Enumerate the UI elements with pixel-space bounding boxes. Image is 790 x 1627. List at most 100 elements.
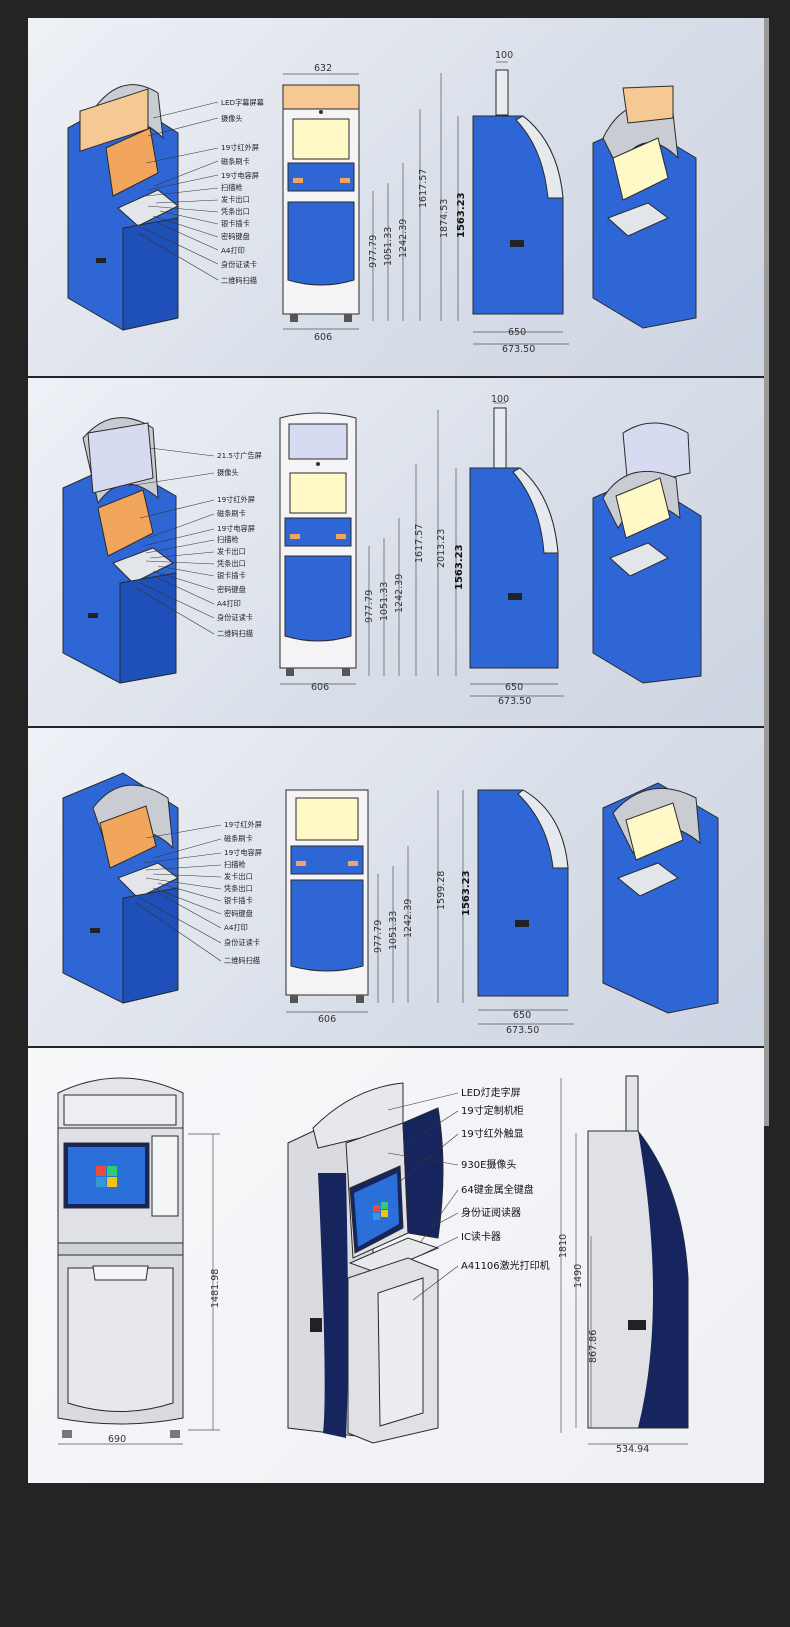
label: 身份证阅读器 bbox=[461, 1206, 521, 1219]
callout-labels-3: 19寸红外屏 磁条刷卡 19寸电容屏 扫描枪 发卡出口 凭条出口 银卡插卡 密码… bbox=[224, 820, 262, 965]
dim-h3: 1242.39 bbox=[403, 899, 414, 938]
label: 扫描枪 bbox=[224, 860, 246, 869]
label: A4打印 bbox=[224, 923, 248, 932]
label: 930E摄像头 bbox=[461, 1158, 516, 1171]
dim-height-total: 1617.57 bbox=[414, 524, 425, 563]
iso-kiosk-left-2 bbox=[62, 417, 177, 684]
label: 摄像头 bbox=[217, 468, 239, 477]
drawing-panel-4: 1481.98 690 LED灯走字屏 19寸定制机柜 19寸红外触显 930E… bbox=[28, 1048, 764, 1483]
front-dims-3: 606 977.79 1051.33 1242.39 bbox=[286, 846, 414, 1025]
dim-depth-2: 673.50 bbox=[498, 696, 531, 707]
side-view-2: 100 2013.23 1563.23 650 673.50 bbox=[436, 394, 564, 707]
dim-front-width: 690 bbox=[108, 1434, 126, 1445]
dim-side-body: 1563.23 bbox=[461, 870, 472, 916]
dim-side-top: 100 bbox=[495, 50, 513, 61]
dim-h3: 1242.39 bbox=[394, 574, 405, 613]
dim-side-body: 1563.23 bbox=[456, 192, 467, 238]
side-view-1: 100 1874.53 1563.23 650 673.50 bbox=[439, 50, 569, 355]
label: 身份证读卡 bbox=[224, 938, 260, 947]
dim-depth-1: 650 bbox=[505, 682, 523, 693]
dim-h2: 1051.33 bbox=[383, 227, 394, 266]
dim-side-top: 100 bbox=[491, 394, 509, 405]
label: 密码键盘 bbox=[224, 909, 253, 918]
panel-4-svg: 1481.98 690 LED灯走字屏 19寸定制机柜 19寸红外触显 930E… bbox=[57, 1075, 689, 1455]
label: 二维码扫描 bbox=[221, 276, 257, 285]
callout-labels-4: LED灯走字屏 19寸定制机柜 19寸红外触显 930E摄像头 64键金属全键盘… bbox=[461, 1086, 550, 1272]
dim-depth-1: 650 bbox=[508, 327, 526, 338]
label: 磁条刷卡 bbox=[224, 834, 253, 843]
front-view-1 bbox=[282, 84, 360, 322]
label: 凭条出口 bbox=[221, 207, 250, 216]
leader-lines-3 bbox=[135, 824, 222, 962]
dim-h1: 977.79 bbox=[373, 920, 384, 953]
drawing-panel-1: LED字幕屏幕 摄像头 19寸红外屏 磁条刷卡 19寸电容屏 扫描枪 发卡出口 … bbox=[28, 18, 764, 376]
label: A41106激光打印机 bbox=[461, 1259, 550, 1272]
dim-width-bottom: 606 bbox=[314, 332, 332, 343]
panel-1-svg: LED字幕屏幕 摄像头 19寸红外屏 磁条刷卡 19寸电容屏 扫描枪 发卡出口 … bbox=[67, 50, 697, 355]
dim-side-total: 1874.53 bbox=[439, 199, 450, 238]
label: 银卡插卡 bbox=[221, 219, 250, 228]
label: 身份证读卡 bbox=[217, 613, 253, 622]
label: 磁条刷卡 bbox=[221, 157, 250, 166]
dim-side-total: 1810 bbox=[558, 1234, 569, 1258]
panel-2-svg: 21.5寸广告屏 摄像头 19寸红外屏 磁条刷卡 19寸电容屏 扫描枪 发卡出口… bbox=[62, 394, 702, 707]
label: 19寸红外触显 bbox=[461, 1127, 524, 1140]
label: LED灯走字屏 bbox=[461, 1086, 521, 1099]
label: 19寸定制机柜 bbox=[461, 1104, 524, 1117]
callout-labels-2: 21.5寸广告屏 摄像头 19寸红外屏 磁条刷卡 19寸电容屏 扫描枪 发卡出口… bbox=[217, 451, 262, 638]
label: 扫描枪 bbox=[221, 183, 243, 192]
front-dims-2: 606 1617.57 977.79 1051.33 1242.39 bbox=[280, 464, 425, 693]
front-view-2 bbox=[279, 412, 357, 676]
label: 凭条出口 bbox=[224, 884, 253, 893]
label: IC读卡器 bbox=[461, 1230, 501, 1243]
dim-front-height: 1481.98 bbox=[210, 1269, 221, 1308]
iso-kiosk-4 bbox=[287, 1082, 444, 1444]
dim-width-bottom: 606 bbox=[318, 1014, 336, 1025]
side-view-4: 1810 1490 867.86 534.94 bbox=[558, 1075, 689, 1455]
iso-kiosk-left-3 bbox=[62, 772, 179, 1004]
label: 凭条出口 bbox=[217, 559, 246, 568]
right-edge-bar bbox=[764, 18, 769, 1126]
label: 密码键盘 bbox=[221, 232, 250, 241]
label: 发卡出口 bbox=[224, 872, 253, 881]
iso-kiosk-right bbox=[592, 85, 697, 329]
label: 19寸红外屏 bbox=[224, 820, 262, 829]
drawing-panel-2: 21.5寸广告屏 摄像头 19寸红外屏 磁条刷卡 19寸电容屏 扫描枪 发卡出口… bbox=[28, 378, 764, 726]
label: LED字幕屏幕 bbox=[221, 98, 264, 107]
front-dims-4: 1481.98 690 bbox=[58, 1133, 221, 1445]
dim-depth-2: 673.50 bbox=[506, 1025, 539, 1036]
label: 21.5寸广告屏 bbox=[217, 451, 262, 460]
dim-h2: 1051.33 bbox=[388, 911, 399, 950]
iso-kiosk-right-2 bbox=[592, 422, 702, 684]
label: 密码键盘 bbox=[217, 585, 246, 594]
dim-height-total: 1617.57 bbox=[418, 169, 429, 208]
label: 身份证读卡 bbox=[221, 260, 257, 269]
front-dims-1: 632 606 1617.57 977.79 1051.33 1242.39 bbox=[283, 63, 429, 343]
dim-width-top: 632 bbox=[314, 63, 332, 74]
label: 摄像头 bbox=[221, 114, 243, 123]
dim-depth-2: 673.50 bbox=[502, 344, 535, 355]
dim-side-1490: 1490 bbox=[573, 1264, 584, 1288]
side-view-3: 1599.28 1563.23 650 673.50 bbox=[436, 789, 574, 1036]
label: 二维码扫描 bbox=[224, 956, 260, 965]
iso-kiosk-left bbox=[67, 84, 179, 331]
label: 19寸电容屏 bbox=[221, 171, 259, 180]
iso-kiosk-right-3 bbox=[602, 782, 719, 1014]
leader-lines-4 bbox=[387, 1092, 459, 1301]
dim-width-bottom: 606 bbox=[311, 682, 329, 693]
label: 磁条刷卡 bbox=[217, 509, 246, 518]
dim-h3: 1242.39 bbox=[398, 219, 409, 258]
label: 扫描枪 bbox=[217, 535, 239, 544]
dim-side-total: 2013.23 bbox=[436, 529, 447, 568]
dim-h2: 1051.33 bbox=[379, 582, 390, 621]
dim-side-867: 867.86 bbox=[588, 1330, 599, 1363]
label: 19寸电容屏 bbox=[224, 848, 262, 857]
label: 银卡插卡 bbox=[217, 571, 246, 580]
leader-lines-1 bbox=[137, 101, 219, 281]
leader-lines-2 bbox=[127, 447, 215, 635]
label: 19寸红外屏 bbox=[221, 143, 259, 152]
label: 64键金属全键盘 bbox=[461, 1183, 534, 1196]
dim-h1: 977.79 bbox=[368, 235, 379, 268]
label: 发卡出口 bbox=[221, 195, 250, 204]
front-view-4 bbox=[57, 1077, 184, 1438]
